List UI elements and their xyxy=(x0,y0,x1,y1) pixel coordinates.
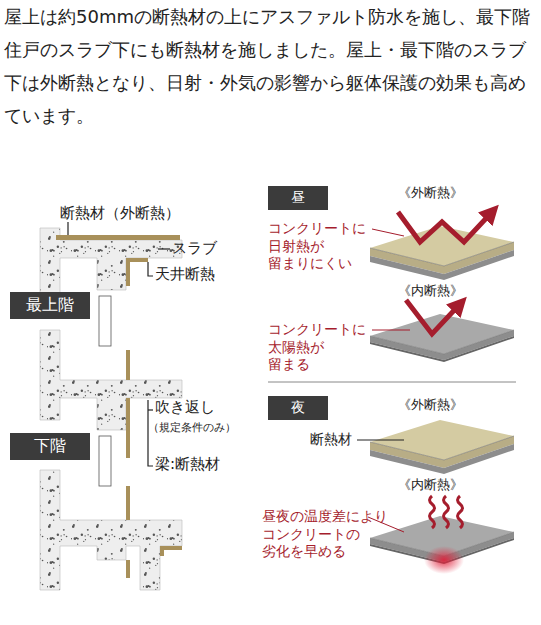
callout-note: コンクリートに 太陽熱が 留まる xyxy=(268,321,366,374)
heat-wave xyxy=(430,496,435,528)
concrete-slab xyxy=(40,470,182,590)
insulation xyxy=(126,398,130,458)
part-label: 吹き返し xyxy=(155,398,215,417)
external-insulation-plate xyxy=(370,226,514,280)
heat-wave xyxy=(458,496,463,528)
part-label: 断熱材（外断熱） xyxy=(60,204,180,223)
divider xyxy=(268,382,516,383)
part-label: 《内断熱》 xyxy=(398,282,463,300)
concrete-slab xyxy=(40,228,182,300)
intro-text: 屋上は約50mmの断熱材の上にアスファルト防水を施し、最下階住戸のスラブ下にも断… xyxy=(4,0,538,132)
leader-line xyxy=(148,409,153,410)
insulation xyxy=(160,546,182,550)
section-tag: 昼 xyxy=(268,186,328,210)
insulation xyxy=(126,258,130,286)
tag-text: 下階 xyxy=(34,436,66,457)
sun-ray-arrow xyxy=(398,212,492,242)
callout-note: 昼夜の温度差により コンクリートの 劣化を早める xyxy=(262,508,388,561)
part-label: 天井断熱 xyxy=(155,265,215,284)
leader-line xyxy=(158,248,170,249)
part-label: 《外断熱》 xyxy=(398,184,463,202)
window xyxy=(99,436,111,486)
part-label: （規定条件のみ） xyxy=(148,420,236,435)
part-label: 梁:断熱材 xyxy=(155,455,220,474)
part-label: スラブ xyxy=(172,239,217,258)
external-insulation-plate xyxy=(370,420,514,474)
tag-text: 最上階 xyxy=(26,295,74,316)
insulation xyxy=(56,235,180,240)
section-tag: 下階 xyxy=(10,433,90,460)
leader-line xyxy=(372,229,404,236)
leader-line xyxy=(148,262,153,276)
tag-text: 昼 xyxy=(291,189,305,207)
section-tag: 最上階 xyxy=(10,292,90,319)
part-label: 《外断熱》 xyxy=(398,396,463,414)
heat-wave xyxy=(444,496,449,528)
leader-line xyxy=(67,222,68,235)
tag-text: 夜 xyxy=(291,399,305,417)
insulation xyxy=(126,486,130,520)
callout-note: コンクリートに 日射熱が 留まりにくい xyxy=(268,220,366,273)
insulation xyxy=(126,560,130,578)
window xyxy=(99,296,111,346)
heat-glow xyxy=(424,546,464,574)
leader-line xyxy=(372,330,410,331)
leader-line xyxy=(357,440,404,441)
part-label: 断熱材 xyxy=(310,431,352,449)
insulation xyxy=(126,350,130,380)
sun-ray-arrow xyxy=(406,300,460,334)
section-tag: 夜 xyxy=(268,396,328,420)
part-label: 《内断熱》 xyxy=(398,476,463,494)
